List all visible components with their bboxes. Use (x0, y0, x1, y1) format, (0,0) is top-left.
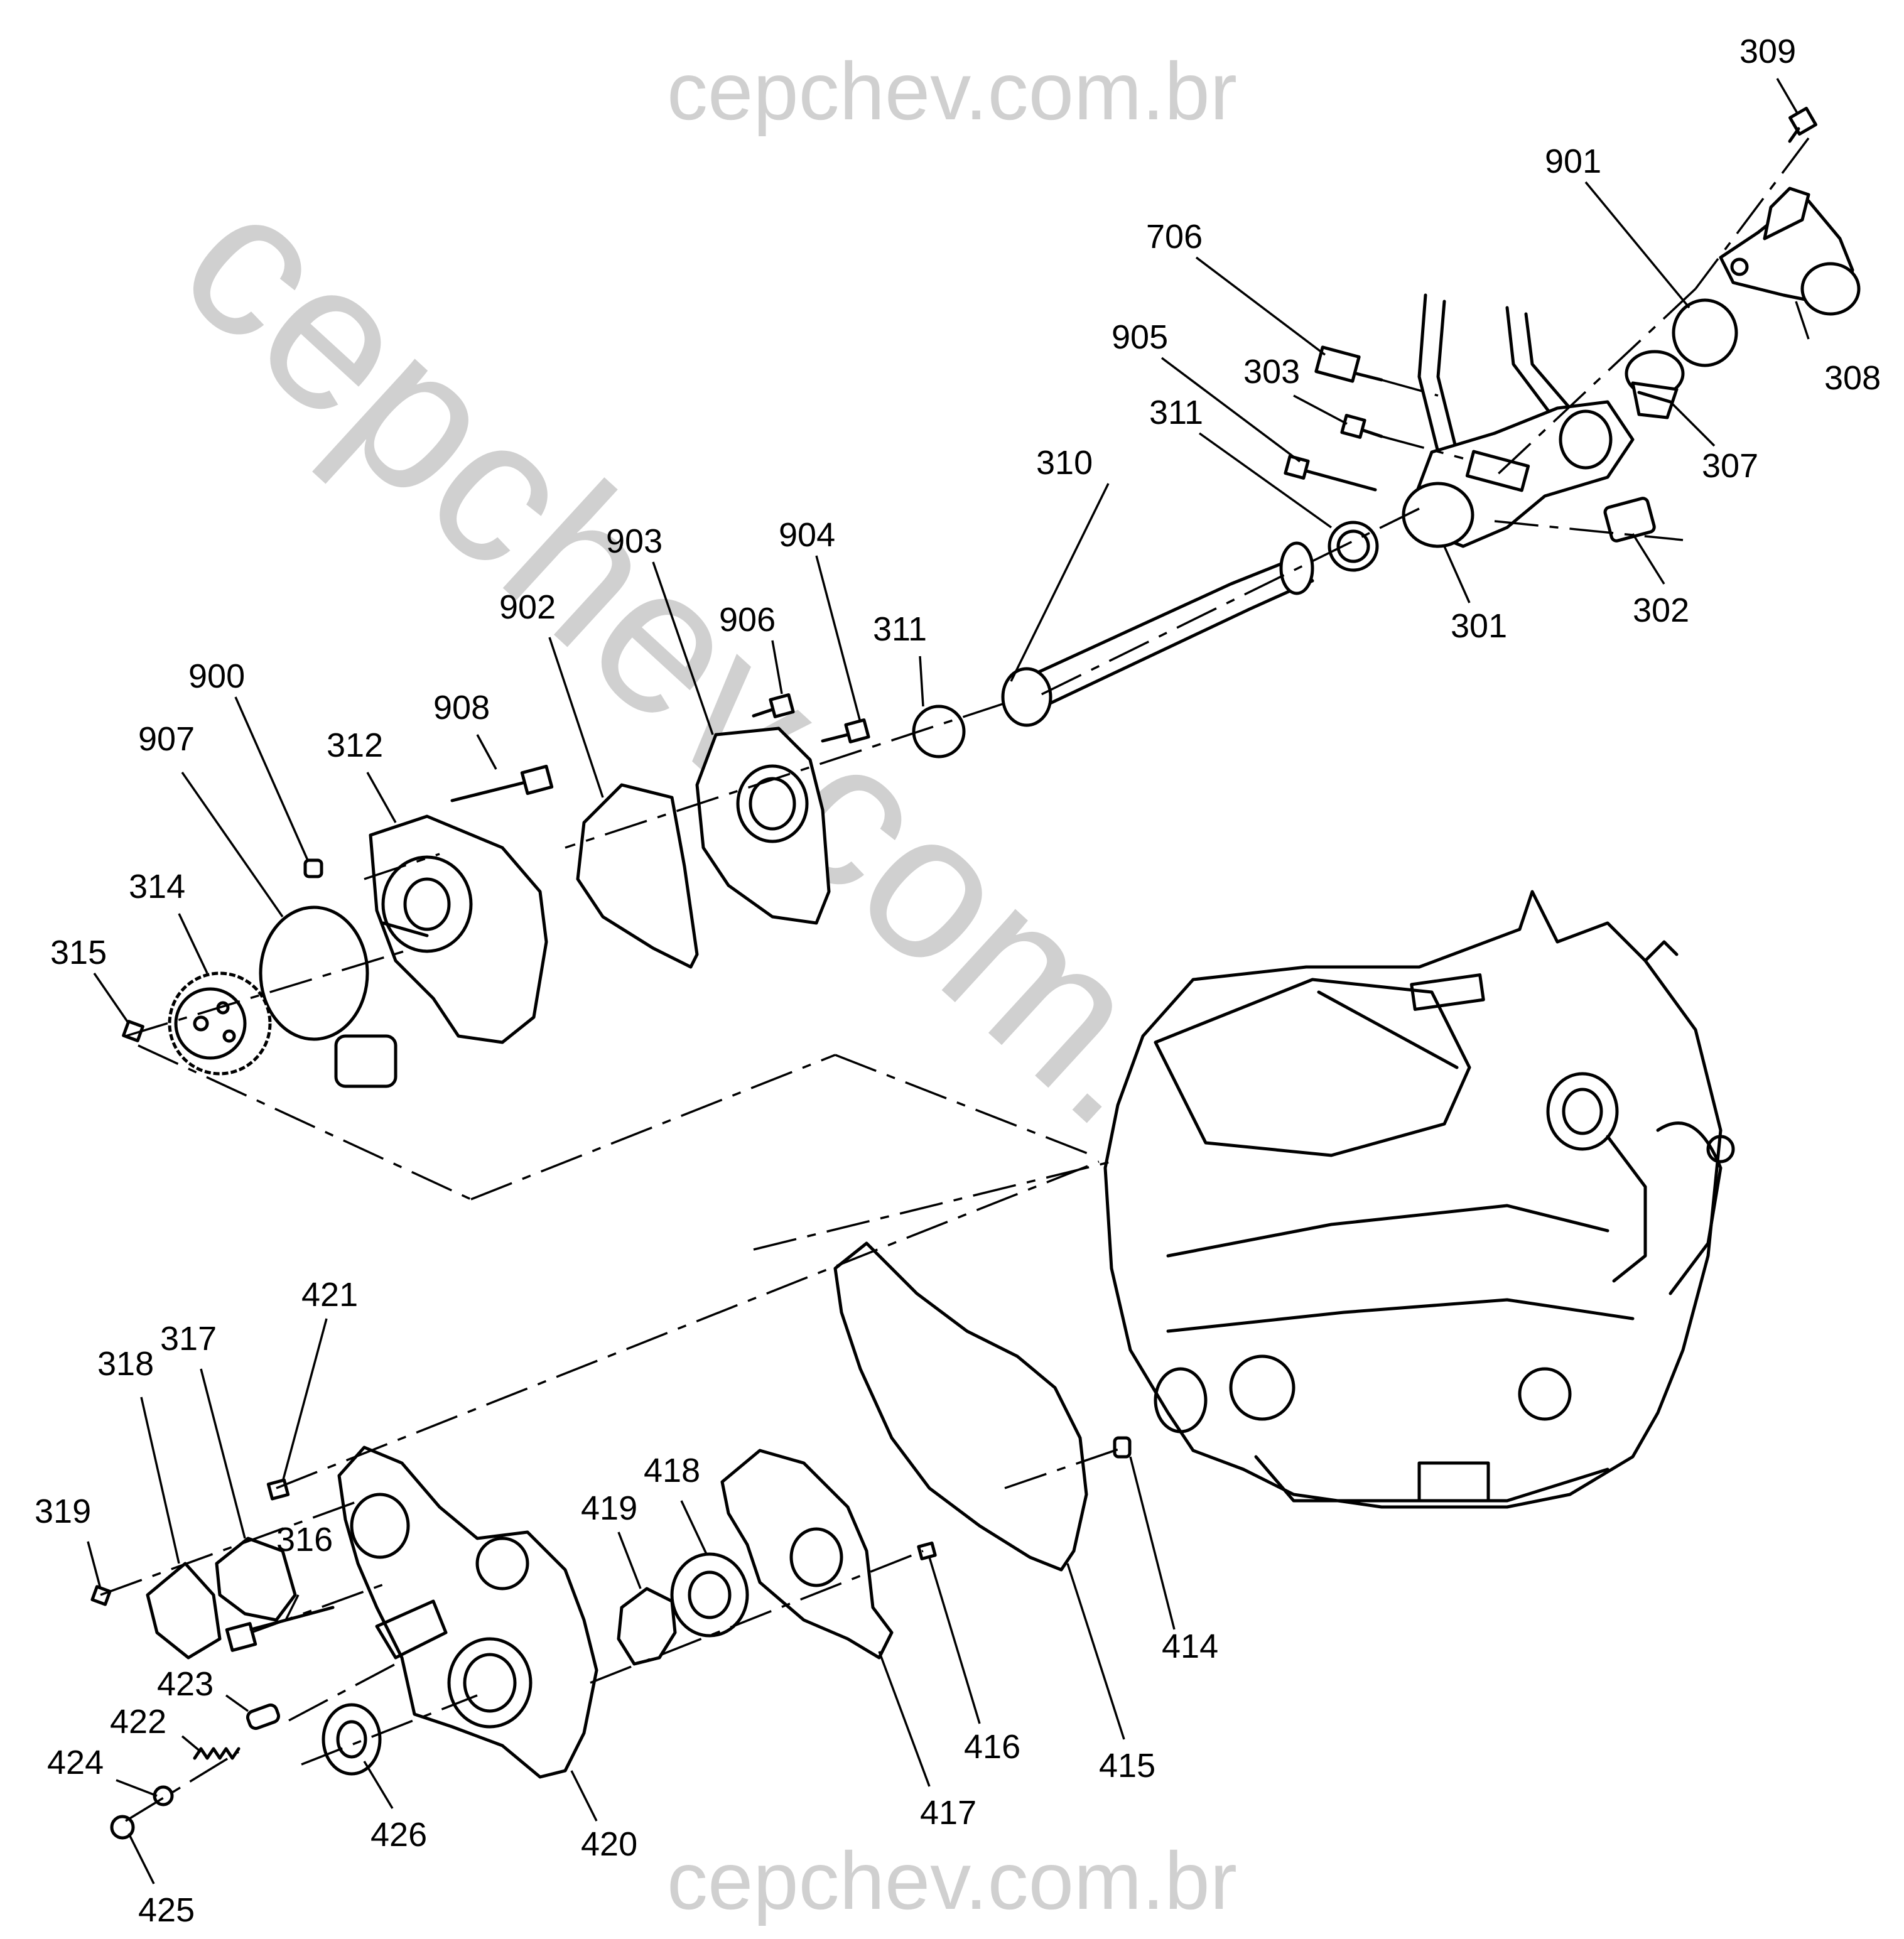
part-422-spring (193, 1747, 241, 1760)
part-414-dowel (1113, 1436, 1132, 1459)
engine-block (1103, 890, 1735, 1509)
callout-317: 317 (160, 1320, 217, 1358)
callout-706: 706 (1146, 218, 1203, 256)
callout-302: 302 (1633, 591, 1689, 629)
callout-316: 316 (276, 1521, 333, 1558)
part-905-stud (1284, 455, 1377, 492)
part-416-dowel (917, 1541, 937, 1561)
part-308-thermostat-housing (1719, 186, 1861, 316)
callout-309: 309 (1739, 33, 1796, 70)
callout-422: 422 (110, 1703, 166, 1741)
callout-905: 905 (1112, 318, 1168, 356)
callout-310: 310 (1036, 444, 1093, 482)
leader-lines (87, 78, 1810, 1884)
callout-423: 423 (157, 1665, 214, 1703)
callout-418: 418 (644, 1452, 700, 1489)
callout-901: 901 (1545, 143, 1601, 180)
part-309-bolt (1788, 107, 1817, 143)
callout-311-lower: 311 (873, 610, 927, 648)
callout-308: 308 (1824, 359, 1881, 397)
part-314-sprocket (168, 971, 272, 1076)
callout-903: 903 (606, 522, 663, 560)
part-421-bolt (266, 1478, 290, 1501)
assembly-lines (100, 137, 1810, 1822)
part-907-gasket (259, 905, 398, 1088)
part-423-valve (246, 1703, 281, 1731)
callout-425: 425 (138, 1891, 195, 1929)
part-902-gasket (576, 783, 699, 969)
part-311-oring-upper (1328, 521, 1379, 572)
part-420-front-cover (337, 1445, 598, 1779)
part-318-cover-plate (146, 1562, 222, 1660)
part-900-plug (303, 858, 323, 878)
callout-312: 312 (327, 726, 383, 764)
callout-420: 420 (581, 1825, 637, 1863)
part-906-bolt (752, 693, 795, 718)
part-317-gasket (215, 1537, 297, 1622)
callout-900: 900 (188, 657, 245, 695)
callout-301: 301 (1451, 607, 1507, 645)
callout-904: 904 (779, 516, 835, 554)
callout-414: 414 (1162, 1628, 1218, 1665)
part-415-gasket (833, 1241, 1088, 1572)
part-303-bolt (1340, 414, 1383, 439)
part-312-water-pump (369, 814, 548, 1044)
part-903-pump-cover (695, 726, 831, 925)
callout-319: 319 (35, 1493, 91, 1530)
part-426-seal (322, 1703, 382, 1776)
part-418-outer-rotor (670, 1552, 749, 1638)
part-908-bolt (450, 764, 554, 802)
watermark-bottom: cepchev.com.br (667, 1835, 1237, 1926)
part-310-coolant-pipe (1001, 541, 1314, 727)
callout-424: 424 (47, 1744, 104, 1781)
part-417-oil-pump-housing (720, 1449, 894, 1660)
callout-417: 417 (920, 1794, 976, 1832)
part-301-water-outlet (1402, 293, 1635, 548)
callout-907: 907 (138, 720, 195, 758)
callout-908: 908 (433, 689, 490, 726)
callout-314: 314 (129, 868, 185, 905)
callout-307: 307 (1702, 447, 1758, 485)
callout-415: 415 (1099, 1747, 1155, 1785)
part-307-thermostat (1625, 350, 1685, 419)
part-901-seal (1672, 298, 1738, 367)
callout-318: 318 (97, 1345, 154, 1383)
callout-419: 419 (581, 1489, 637, 1527)
callout-311-upper: 311 (1149, 394, 1203, 431)
part-904-bolt (821, 718, 870, 743)
part-419-inner-rotor (617, 1587, 677, 1666)
callout-426: 426 (371, 1816, 427, 1854)
callout-421: 421 (301, 1276, 358, 1314)
part-311-oring-lower (912, 705, 966, 759)
callout-906: 906 (719, 601, 776, 639)
callout-303: 303 (1243, 353, 1300, 391)
watermark-top: cepchev.com.br (667, 45, 1237, 137)
callout-902: 902 (499, 588, 556, 626)
part-425-plug (110, 1815, 135, 1840)
callout-315: 315 (50, 934, 107, 971)
part-706-sensor (1314, 345, 1383, 383)
callout-416: 416 (964, 1728, 1020, 1766)
callout-labels: 309 901 706 905 303 311 310 308 307 301 … (35, 33, 1881, 1929)
